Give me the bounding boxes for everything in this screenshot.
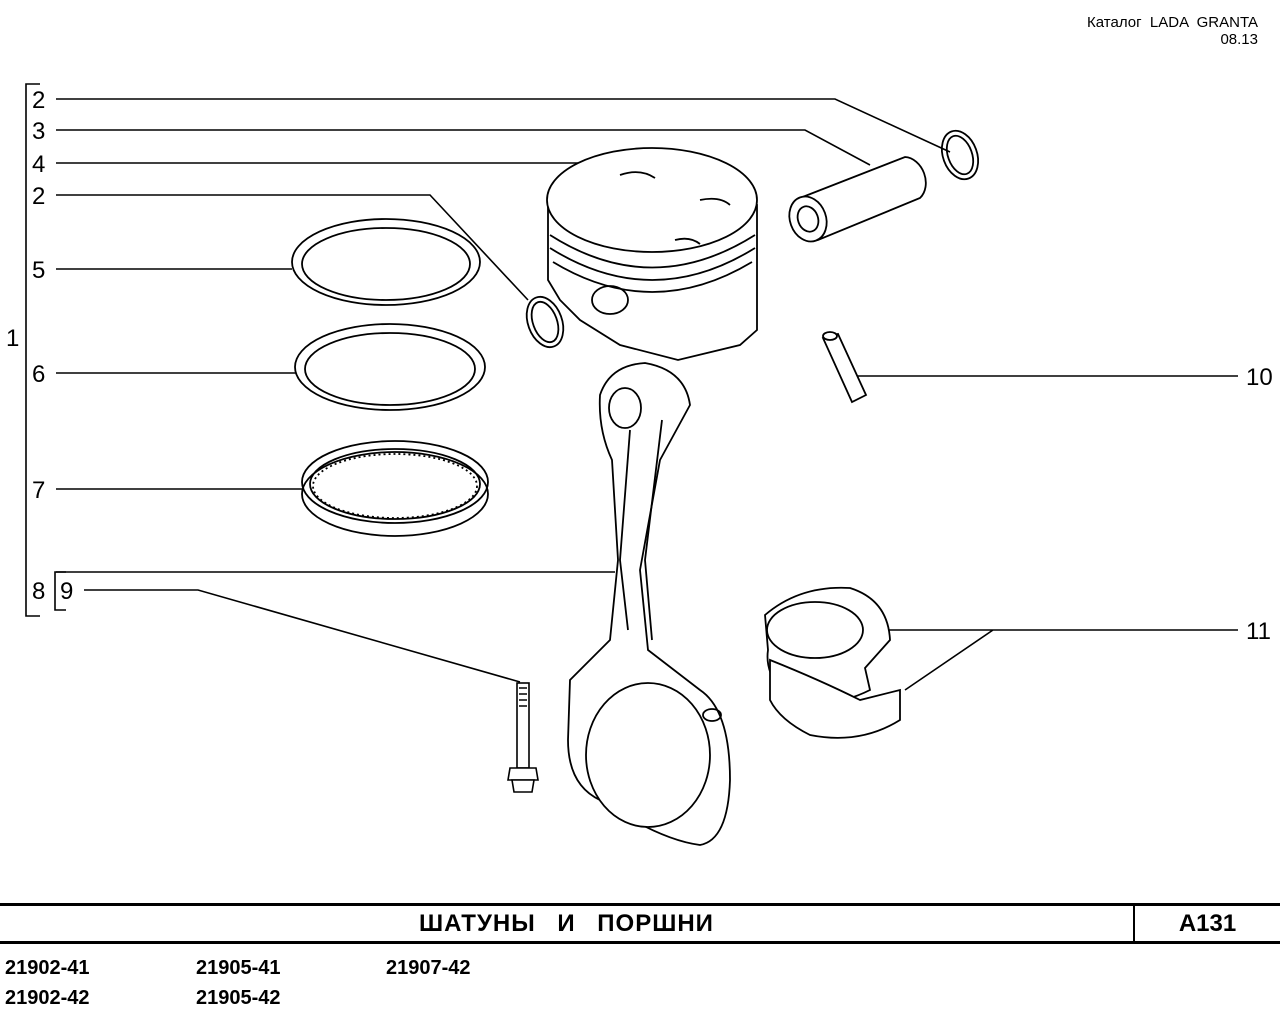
title-separator <box>1133 906 1135 941</box>
parts-diagram: 1 2 3 4 2 5 6 7 8 9 10 11 <box>6 83 1273 846</box>
callout-3: 3 <box>32 118 45 145</box>
model-code: 21902-41 <box>5 957 90 979</box>
model-code: 21902-42 <box>5 987 90 1009</box>
bearing-shells <box>764 586 901 739</box>
callout-10: 10 <box>1246 364 1273 391</box>
model-code: 21905-41 <box>196 957 281 979</box>
compression-ring-1 <box>291 218 481 306</box>
callout-9: 9 <box>60 578 73 605</box>
callout-6: 6 <box>32 361 45 388</box>
catalog-header: Каталог LADA GRANTA 08.13 <box>1087 14 1258 48</box>
leader-2b <box>56 194 529 301</box>
dowel-pin <box>821 331 868 404</box>
leader-3 <box>56 129 871 166</box>
snap-ring-top <box>940 129 980 181</box>
callout-11: 11 <box>1246 618 1271 645</box>
group-bracket-1 <box>25 83 40 617</box>
piston <box>546 147 758 361</box>
leader-11 <box>888 629 1238 691</box>
callout-2b: 2 <box>32 183 45 210</box>
oil-ring <box>301 440 489 537</box>
leader-9 <box>84 589 521 683</box>
piston-pin <box>788 156 927 243</box>
snap-ring-left <box>525 295 565 349</box>
callout-8: 8 <box>32 578 45 605</box>
callout-1: 1 <box>6 325 19 352</box>
compression-ring-2 <box>294 323 486 411</box>
model-code: 21907-42 <box>386 957 471 979</box>
callout-5: 5 <box>32 257 45 284</box>
rod-bolt <box>507 682 539 793</box>
page-code: A131 <box>1178 910 1237 937</box>
catalog-date: 08.13 <box>1220 31 1258 48</box>
leader-2a <box>56 98 951 153</box>
callout-7: 7 <box>32 477 45 504</box>
model-code: 21905-42 <box>196 987 281 1009</box>
connecting-rod <box>567 362 731 846</box>
callout-4: 4 <box>32 151 45 178</box>
callout-2a: 2 <box>32 87 45 114</box>
catalog-name: Каталог LADA GRANTA <box>1087 14 1258 31</box>
title-bar: ШАТУНЫ И ПОРШНИ A131 <box>0 903 1280 944</box>
page-title: ШАТУНЫ И ПОРШНИ <box>419 910 714 937</box>
